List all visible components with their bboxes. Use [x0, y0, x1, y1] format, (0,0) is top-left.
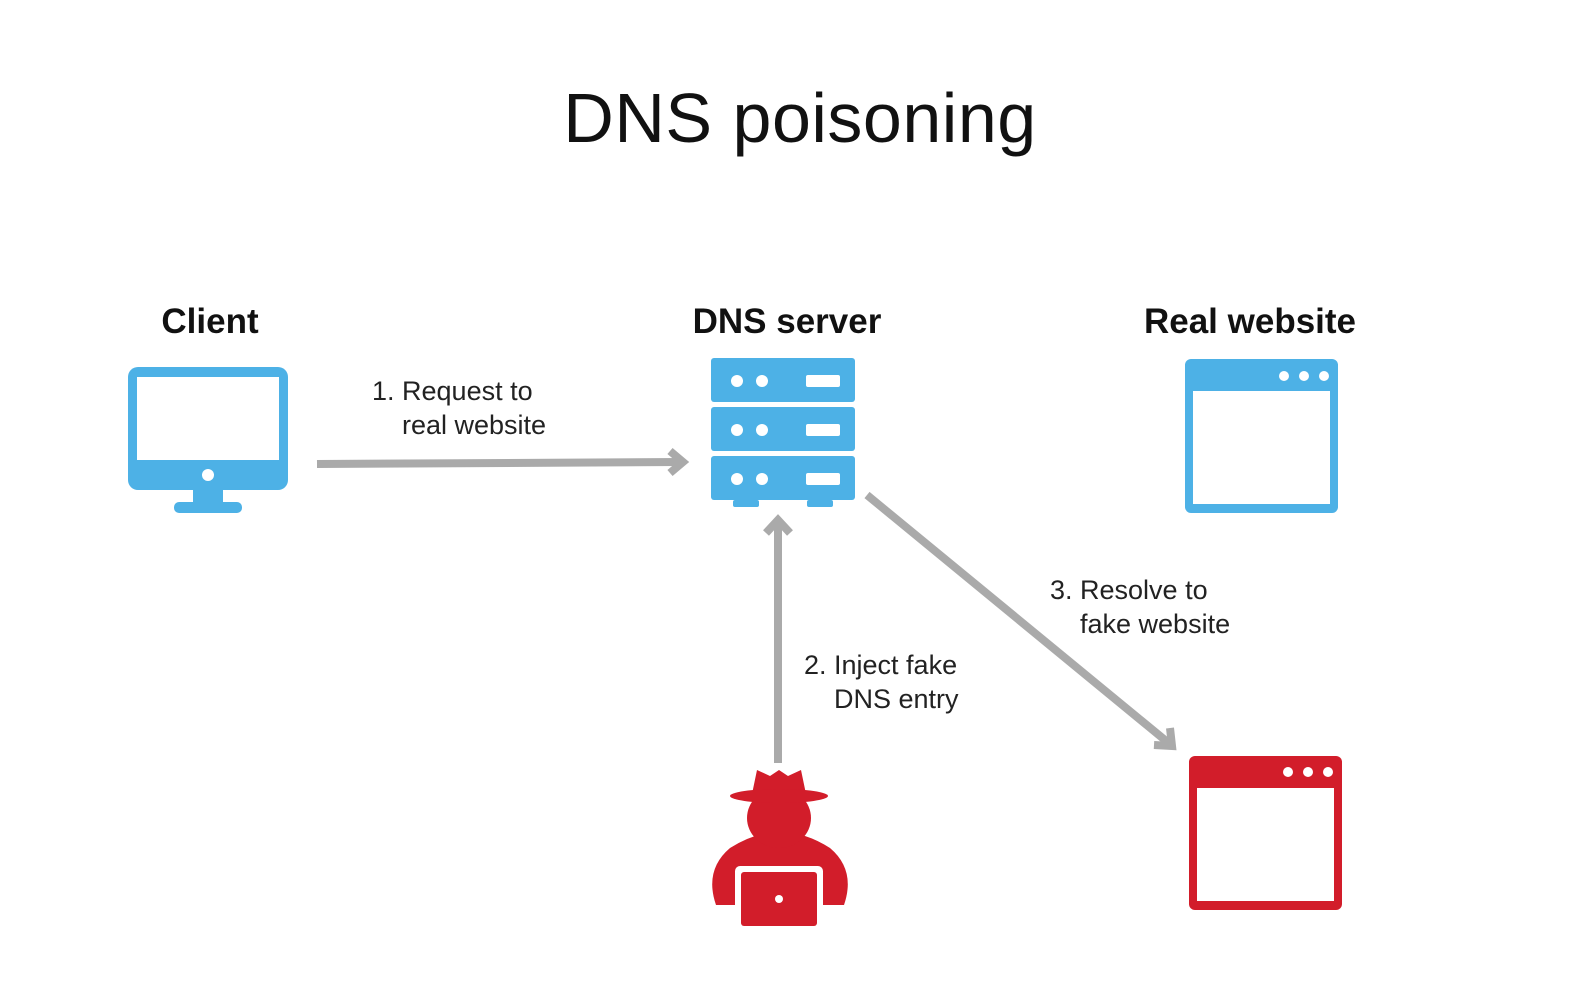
hacker-hat-laptop-icon — [712, 770, 848, 928]
arrow-client-to-dns — [316, 447, 690, 477]
step-2-line-2: DNS entry — [834, 684, 959, 714]
fake-website-browser-icon — [1189, 756, 1342, 910]
diagram-title: DNS poisoning — [563, 79, 1037, 157]
desktop-monitor-icon — [128, 367, 288, 513]
step-3-label: 3. Resolve to fake website — [1050, 573, 1230, 641]
step-2-label: 2. Inject fake DNS entry — [804, 648, 959, 716]
arrow-dns-to-fake-website — [864, 491, 1177, 751]
server-stack-icon — [711, 358, 855, 507]
real-website-label: Real website — [1143, 302, 1357, 341]
arrows — [316, 447, 1177, 763]
client-label: Client — [161, 302, 259, 341]
step-1-line-1: 1. Request to — [372, 376, 533, 406]
step-1-label: 1. Request to real website — [372, 374, 546, 442]
step-3-line-2: fake website — [1080, 609, 1231, 639]
step-3-line-1: 3. Resolve to — [1050, 575, 1208, 605]
dns-server-label: DNS server — [692, 302, 882, 341]
real-website-browser-icon — [1185, 359, 1338, 513]
arrow-attacker-to-dns — [763, 514, 793, 763]
step-1-line-2: real website — [402, 410, 547, 440]
step-2-line-1: 2. Inject fake — [804, 650, 958, 680]
